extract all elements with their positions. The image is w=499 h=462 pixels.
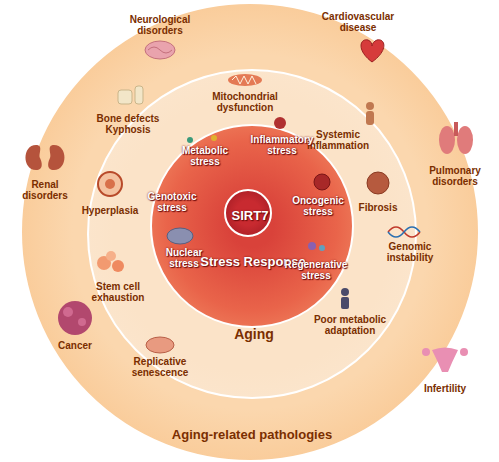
aging-hallmark-label: Stem cell exhaustion [88,281,148,303]
pathology-label: Cardiovascular disease [313,11,403,33]
senescent-cell-icon [146,337,174,353]
mitochondria-icon [228,74,262,86]
nucleus-icon [167,228,193,244]
aging-hallmark-label: Mitochondrial dysfunction [200,91,290,113]
heart-icon [361,40,384,62]
stress-label: Inflammatory stress [247,134,317,156]
hyperplasia-icon [98,172,122,196]
aging-hallmark-label: Systemic inflammation [303,129,373,151]
band-title: Aging [234,326,274,342]
pathology-band: Aging-related pathologies AgingStress Res… [20,2,480,462]
metabolite-icon [187,137,193,143]
band-title: Aging-related pathologies [172,427,332,442]
stress-label: Regenerative stress [281,259,351,281]
inflammatory-cell-icon [274,117,286,129]
tumor-cell-icon [314,174,330,190]
metabolite-icon [211,135,217,141]
stress-label: Nuclear stress [159,247,209,269]
stress-label: Genotoxic stress [142,191,202,213]
aging-hallmark-label: Replicative senescence [120,356,200,378]
stem-cell-icon [97,251,124,272]
fibrosis-icon [367,172,389,194]
kidney-icon [26,145,42,170]
pathology-label: Renal disorders [18,179,73,201]
sirt7-core: SIRT7 [224,189,272,237]
stress-band: Stress ResponseSIRT7 [150,124,354,328]
pathology-label: Pulmonary disorders [420,165,490,187]
pathology-label: Neurological disorders [120,14,200,36]
cancer-icon [58,301,92,335]
bone-icon [118,86,143,104]
lungs-icon [439,122,473,154]
aging-hallmark-label: Genomic instability [380,241,440,263]
figure-icon [341,288,349,309]
pathology-label: Cancer [45,340,105,351]
band-title: SIRT7 [232,208,269,223]
stress-label: Oncogenic stress [288,195,348,217]
aging-hallmark-label: Bone defects Kyphosis [93,113,163,135]
brain-icon [145,41,175,59]
aging-hallmark-label: Hyperplasia [75,205,145,216]
dna-icon [388,227,420,237]
regen-cell-icon [319,245,325,251]
pathology-label: Infertility [410,383,480,394]
stress-label: Metabolic stress [175,145,235,167]
kidney-icon [48,145,64,170]
aging-hallmark-label: Fibrosis [348,202,408,213]
aging-hallmark-label: Poor metabolic adaptation [310,314,390,336]
person-icon [366,102,374,125]
regen-cell-icon [308,242,316,250]
uterus-icon [422,348,468,373]
